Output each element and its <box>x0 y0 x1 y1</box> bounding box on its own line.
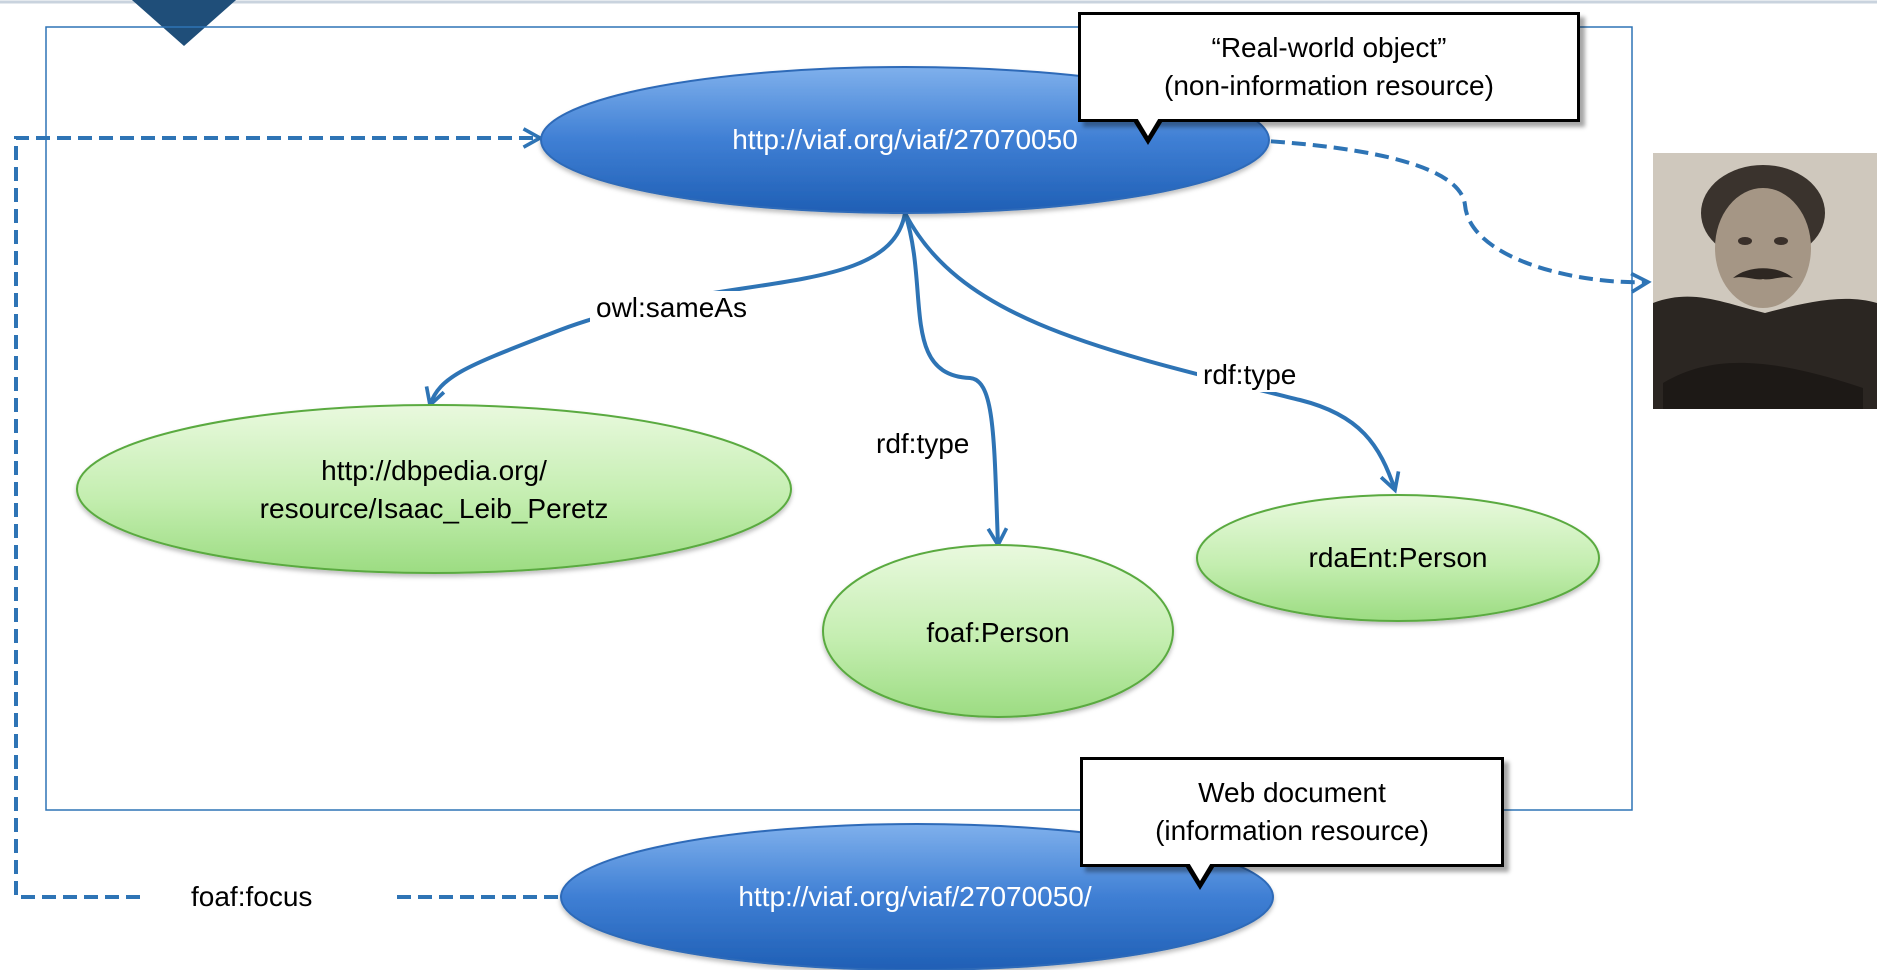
foaf-person-label: foaf:Person <box>926 617 1070 648</box>
callout-real-world-object: “Real-world object” (non-information res… <box>1078 12 1580 122</box>
web-document-node[interactable]: http://viaf.org/viaf/27070050/ <box>580 875 1250 919</box>
foaf-person-node-shape <box>822 544 1174 718</box>
edge-label-rdf-type-foaf: rdf:type <box>870 427 976 461</box>
callout-web-document: Web document (information resource) <box>1080 757 1504 867</box>
callout-real-world-line1: “Real-world object” <box>1211 32 1447 63</box>
real-world-object-uri: http://viaf.org/viaf/27070050 <box>732 124 1078 155</box>
edge-label-same-as: owl:sameAs <box>590 291 753 325</box>
callout-web-document-line1: Web document <box>1198 777 1386 808</box>
rda-person-node-shape <box>1196 494 1600 622</box>
foaf-person-node[interactable]: foaf:Person <box>840 611 1156 655</box>
edge-foaf-focus-left <box>14 138 540 899</box>
dbpedia-uri-line1: http://dbpedia.org/ <box>321 455 547 486</box>
dbpedia-node-shape <box>76 404 792 574</box>
portrait-photo <box>1653 153 1877 409</box>
real-world-object-node[interactable]: http://viaf.org/viaf/27070050 <box>560 118 1250 162</box>
edge-depicts-photo <box>1249 138 1648 282</box>
edge-label-rdf-type-rda: rdf:type <box>1197 358 1303 392</box>
edge-label-foaf-focus: foaf:focus <box>185 880 319 914</box>
dbpedia-node[interactable]: http://dbpedia.org/ resource/Isaac_Leib_… <box>120 448 748 532</box>
edge-rdf-type-rda <box>903 212 1395 490</box>
dbpedia-uri-line2: resource/Isaac_Leib_Peretz <box>259 493 609 524</box>
callout-web-document-line2: (information resource) <box>1155 815 1429 846</box>
web-document-uri: http://viaf.org/viaf/27070050/ <box>738 881 1092 912</box>
callout-real-world-line2: (non-information resource) <box>1164 70 1494 101</box>
rda-person-label: rdaEnt:Person <box>1308 542 1488 573</box>
rda-person-node[interactable]: rdaEnt:Person <box>1215 536 1581 580</box>
slide-marker-triangle <box>132 0 236 46</box>
edge-rdf-type-foaf <box>903 212 998 545</box>
graph-boundary <box>45 26 1633 811</box>
